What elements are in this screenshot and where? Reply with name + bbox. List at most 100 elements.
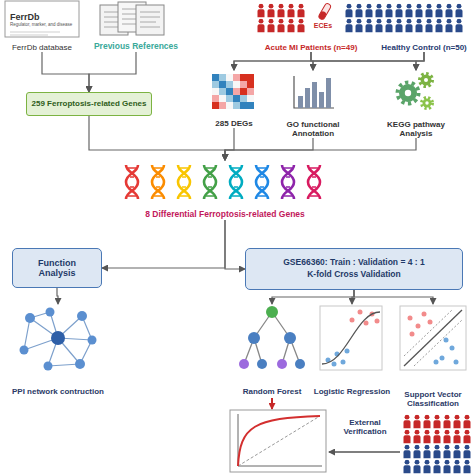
svm-plot-icon	[422, 312, 427, 317]
heatmap-icon	[233, 102, 240, 109]
icon-label: PPI network contruction	[12, 387, 104, 396]
external-arrow	[329, 451, 400, 453]
logistic-plot-icon	[345, 349, 350, 354]
model-icon-node: Logistic Regression	[310, 304, 394, 396]
heatmap-icon	[212, 95, 219, 102]
ppi-network-icon	[24, 312, 92, 366]
heatmap-icon	[240, 88, 247, 95]
bar-chart-icon	[294, 76, 334, 108]
dna-icons	[178, 165, 190, 199]
heatmap-icon	[219, 95, 226, 102]
ppi-network-icon	[25, 313, 35, 323]
ppi-network-icon	[77, 311, 87, 321]
group-label: Acute MI Patients (n=49)	[265, 43, 358, 52]
connector	[272, 290, 354, 304]
box-label: K-fold Cross Validation	[307, 270, 401, 280]
gear-icon	[420, 74, 433, 87]
bar-chart-icon	[326, 78, 331, 108]
svm-plot-icon	[416, 324, 421, 329]
decision-tree-icon	[244, 312, 300, 364]
sample-label: ECEs	[306, 22, 340, 30]
database-source: FerrDbRegulator, marker, and diseaseFerr…	[2, 2, 82, 52]
decision-tree-icon	[277, 359, 287, 369]
reference-source: Previous References	[84, 2, 188, 52]
svm-plot-icon	[450, 346, 455, 351]
source-label: FerrDb database	[12, 43, 72, 52]
roc-curve-icon	[238, 416, 320, 466]
cohort-icons	[402, 414, 472, 474]
box-label: Function Analysis	[27, 258, 87, 279]
result-arrow	[271, 398, 273, 409]
icon-label: Logistic Regression	[314, 387, 390, 396]
heatmap-icon	[219, 81, 226, 88]
icon-label: KEGG pathway Analysis	[383, 120, 449, 138]
gear-icon	[424, 78, 428, 82]
heatmap-icon	[226, 95, 233, 102]
heatmap-icon	[219, 88, 226, 95]
connector	[313, 52, 424, 70]
logo-text: FerrDb	[10, 12, 40, 22]
svm-plot-icon	[410, 332, 415, 337]
logistic-plot-icon	[341, 360, 346, 365]
logistic-plot-icon	[364, 321, 369, 326]
ppi-network-icon	[88, 336, 97, 345]
logistic-plot-icon	[322, 312, 380, 364]
deg-icon-node: 285 DEGs	[204, 70, 264, 128]
sample-tube	[318, 3, 332, 21]
go-icon-node: GO functional Annotation	[276, 70, 350, 138]
heatmap-icon	[233, 88, 240, 95]
external-arrow	[329, 452, 400, 453]
svm-plot-icon	[400, 306, 466, 370]
heatmap-icon	[233, 95, 240, 102]
decision-tree-icon	[239, 359, 249, 369]
heatmap-icon	[226, 74, 233, 81]
dna-icons	[204, 165, 216, 199]
connector	[102, 220, 225, 268]
icon-label: 285 DEGs	[215, 119, 252, 128]
reference-sheets	[100, 2, 164, 35]
heatmap-icon	[226, 81, 233, 88]
gene-icon-node: 8 Differential Ferroptosis-related Genes	[112, 160, 338, 220]
logistic-plot-icon	[320, 306, 382, 370]
bar-chart-icon	[312, 82, 317, 108]
ppi-network-icon	[51, 331, 65, 345]
heatmap-icon	[212, 81, 219, 88]
patient-icons	[256, 3, 464, 33]
cohort-icons	[402, 444, 472, 474]
dna-icons	[126, 165, 320, 199]
gear-icon	[423, 99, 432, 108]
gear-icon	[422, 98, 433, 109]
icon-label: 8 Differential Ferroptosis-related Genes	[145, 210, 305, 220]
connector	[234, 52, 424, 70]
heatmap-icon	[212, 74, 219, 81]
decision-tree-icon	[295, 359, 305, 369]
decision-tree-icon	[239, 306, 305, 369]
ppi-icon-node: PPI network contruction	[8, 304, 108, 396]
patient-group: Acute MI Patients (n=49)	[248, 2, 374, 52]
logistic-plot-icon	[375, 319, 380, 324]
ppi-network-icon	[44, 362, 53, 371]
result-arrow	[272, 398, 273, 409]
decision-tree-icon	[248, 332, 260, 344]
bar-chart-icon	[319, 92, 324, 108]
svm-plot-icon	[444, 338, 449, 343]
decision-tree-icon	[266, 306, 278, 318]
patient-icons	[344, 3, 464, 33]
heatmap-icon	[240, 102, 247, 109]
reference-sheets	[136, 5, 164, 35]
connector	[89, 116, 225, 160]
svm-plot-icon	[440, 356, 445, 361]
model-icon-node: Random Forest	[236, 304, 308, 396]
source-label: Previous References	[94, 42, 178, 52]
roc-curve-icon	[238, 414, 322, 466]
process-box: Function Analysis	[12, 248, 102, 288]
model-icon-node: Support Vector Classification	[396, 304, 470, 408]
kegg-icon-node: KEGG pathway Analysis	[378, 70, 454, 138]
svm-plot-icon	[428, 320, 433, 325]
connector	[89, 52, 136, 92]
connector	[225, 128, 234, 160]
heatmap-icon	[219, 74, 226, 81]
